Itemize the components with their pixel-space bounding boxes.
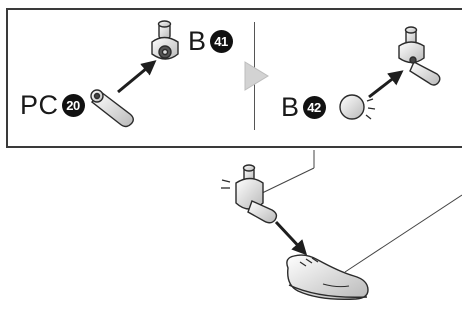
ball-joint-part-icon: [151, 20, 179, 60]
part-letter: PC: [20, 90, 59, 120]
part-number-badge: 42: [302, 96, 326, 119]
arrow-icon: [274, 220, 308, 256]
sub-assembly-panel: [6, 8, 462, 148]
assembled-joint-icon: [221, 164, 278, 224]
part-number-badge: 20: [61, 94, 85, 117]
peg-part-icon: [90, 89, 134, 128]
part-letter: B: [281, 92, 300, 122]
part-number-badge: 41: [209, 30, 233, 53]
arrow-icon: [117, 60, 157, 94]
sneaker-foot-icon: [286, 254, 369, 301]
part-letter: B: [188, 26, 207, 56]
ball-part-icon: [339, 94, 376, 120]
assembled-joint-icon: [398, 26, 441, 86]
arrow-icon: [368, 70, 404, 99]
leader-line: [257, 150, 462, 273]
next-step-triangle-icon: [244, 61, 269, 91]
